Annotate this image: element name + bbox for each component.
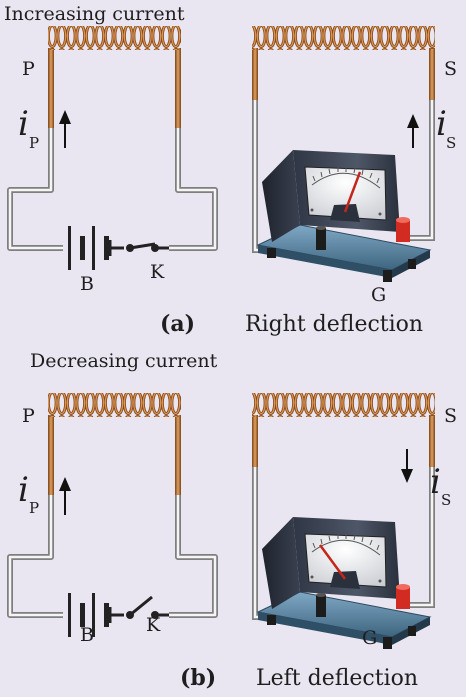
secondary-current-subscript: S: [441, 491, 451, 509]
figure-tag-a: (a): [160, 311, 195, 337]
primary-circuit-a: [10, 26, 215, 270]
galvanometer-needle-left: [318, 544, 347, 580]
battery-label: B: [80, 624, 94, 646]
galvanometer-label: G: [371, 284, 386, 306]
secondary-circuit-a: [252, 26, 435, 282]
primary-current-symbol: i: [18, 470, 29, 510]
secondary-circuit-b: [252, 393, 435, 649]
secondary-current-subscript: S: [446, 134, 456, 152]
primary-coil-label: P: [22, 58, 35, 80]
figure-tag-b: (b): [180, 665, 216, 691]
result-left-deflection: Left deflection: [256, 666, 418, 691]
primary-current-subscript: P: [29, 499, 39, 517]
panel-b: Decreasing current P i P B K S i S G (b)…: [10, 350, 457, 691]
battery-label: B: [80, 273, 94, 295]
secondary-current-symbol: i: [436, 104, 447, 144]
primary-current-subscript: P: [29, 134, 39, 152]
key-lever-closed: [129, 242, 156, 250]
result-right-deflection: Right deflection: [245, 312, 423, 337]
panel-a: Increasing current P i P B K S i S G (a)…: [4, 3, 457, 337]
primary-circuit-b: [10, 393, 215, 637]
secondary-current-symbol: i: [430, 462, 441, 502]
galvanometer-label: G: [362, 627, 377, 649]
key-lever-open: [129, 595, 153, 617]
secondary-coil-label: S: [444, 58, 457, 80]
key-label: K: [146, 614, 161, 636]
caption-increasing-current: Increasing current: [4, 3, 185, 25]
key-label: K: [150, 261, 165, 283]
secondary-coil-label: S: [444, 405, 457, 427]
primary-coil-label: P: [22, 405, 35, 427]
caption-decreasing-current: Decreasing current: [30, 350, 218, 372]
galvanometer-needle-right: [343, 171, 362, 213]
primary-current-symbol: i: [18, 104, 29, 144]
